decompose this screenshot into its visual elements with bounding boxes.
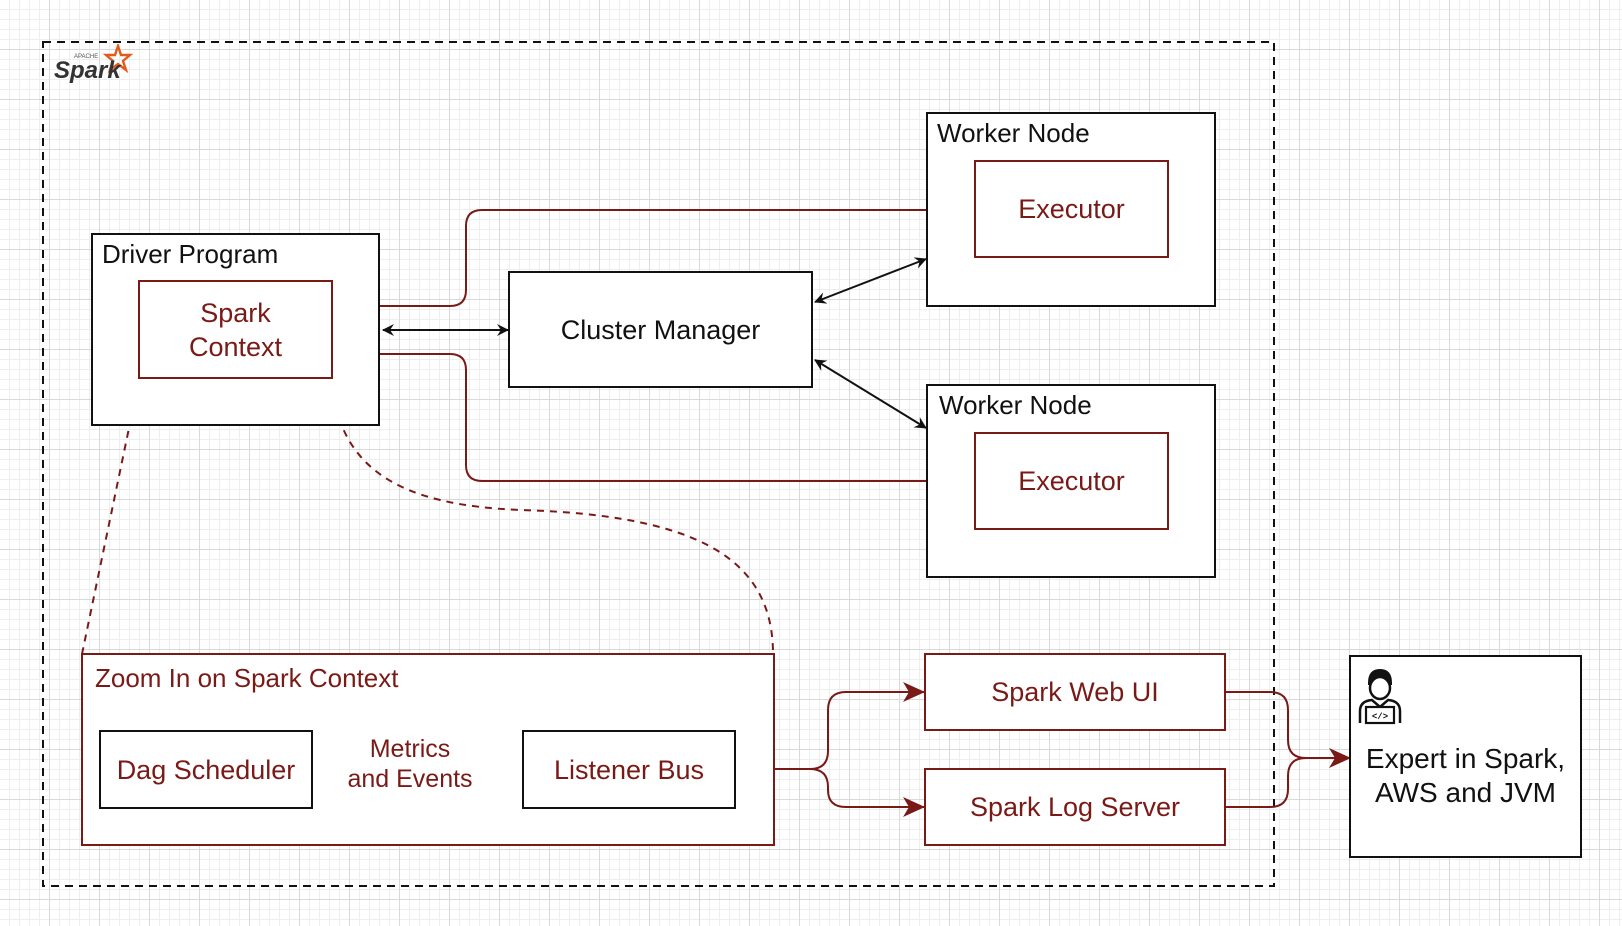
developer-icon: </> — [1358, 669, 1402, 725]
spark-log-server-label: Spark Log Server — [969, 792, 1181, 822]
spark-boundary — [42, 41, 1275, 887]
metrics-events-label: Metrics and Events — [340, 734, 480, 794]
edge-logserver-expert — [1225, 757, 1307, 808]
worker-node-2-title: Worker Node — [939, 390, 1092, 420]
listener-bus-box: Listener Bus — [522, 730, 736, 809]
edge-cluster-worker2 — [814, 359, 927, 429]
spark-context-box: Spark Context — [138, 280, 333, 379]
dag-scheduler-box: Dag Scheduler — [99, 730, 313, 809]
spark-web-ui-box: Spark Web UI — [924, 653, 1226, 731]
spark-context-label: Spark Context — [188, 297, 283, 362]
edge-cluster-worker1 — [814, 257, 927, 304]
executor-2-label: Executor — [1018, 466, 1125, 496]
spark-logo: APACHE Spark — [54, 42, 134, 84]
spark-log-server-box: Spark Log Server — [924, 768, 1226, 846]
listener-bus-label: Listener Bus — [553, 754, 705, 785]
expert-box: </> Expert in Spark, AWS and JVM — [1349, 655, 1582, 858]
executor-2-box: Executor — [974, 432, 1169, 530]
worker-node-1-title: Worker Node — [937, 118, 1090, 148]
executor-1-label: Executor — [1018, 194, 1125, 224]
svg-text:</>: </> — [1372, 712, 1388, 722]
edge-webui-expert — [1225, 691, 1351, 768]
dag-scheduler-label: Dag Scheduler — [116, 754, 296, 785]
spark-web-ui-label: Spark Web UI — [991, 677, 1159, 707]
executor-1-box: Executor — [974, 160, 1169, 258]
cluster-manager-box: Cluster Manager — [508, 271, 813, 388]
edge-listener-webui — [736, 682, 925, 770]
logo-brand-text: Spark — [54, 57, 122, 84]
edge-sparkcontext-executor1 — [334, 200, 977, 307]
spark-star-icon: APACHE Spark — [54, 42, 134, 84]
zoom-in-title: Zoom In on Spark Context — [95, 663, 399, 693]
cluster-manager-label: Cluster Manager — [560, 314, 761, 345]
zoom-line-right — [330, 379, 774, 655]
driver-program-title: Driver Program — [102, 239, 279, 269]
expert-label: Expert in Spark, AWS and JVM — [1365, 743, 1566, 808]
logo-super-text: APACHE — [74, 54, 98, 60]
edge-sparkcontext-executor2 — [334, 353, 977, 491]
edge-listener-logserver — [809, 768, 925, 817]
